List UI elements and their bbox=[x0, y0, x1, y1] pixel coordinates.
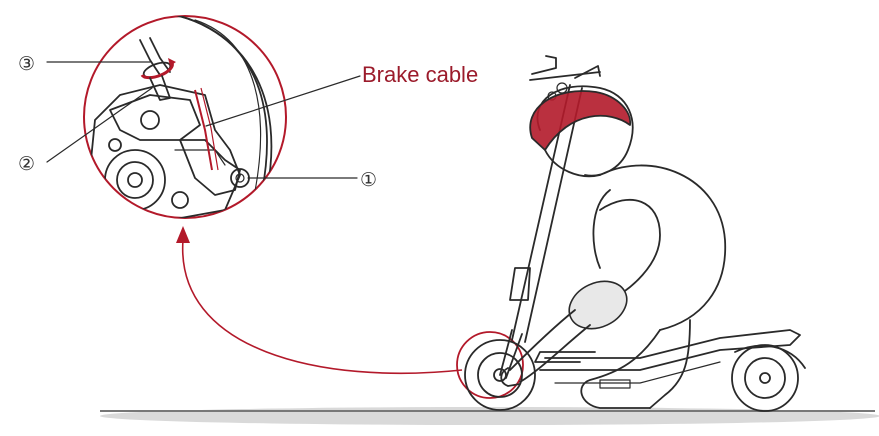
brake-cable-label: Brake cable bbox=[362, 62, 478, 87]
zoom-pointer-arrow bbox=[176, 226, 524, 399]
marker-1: ① bbox=[360, 170, 377, 191]
callout-lines bbox=[46, 61, 361, 179]
brake-caliper-zoom bbox=[83, 15, 287, 219]
marker-2: ② bbox=[18, 154, 35, 175]
callout-labels: ③ ② ① Brake cable bbox=[18, 54, 478, 191]
marker-3: ③ bbox=[18, 54, 35, 75]
person-illustration bbox=[500, 85, 727, 409]
ground-line bbox=[100, 407, 879, 425]
